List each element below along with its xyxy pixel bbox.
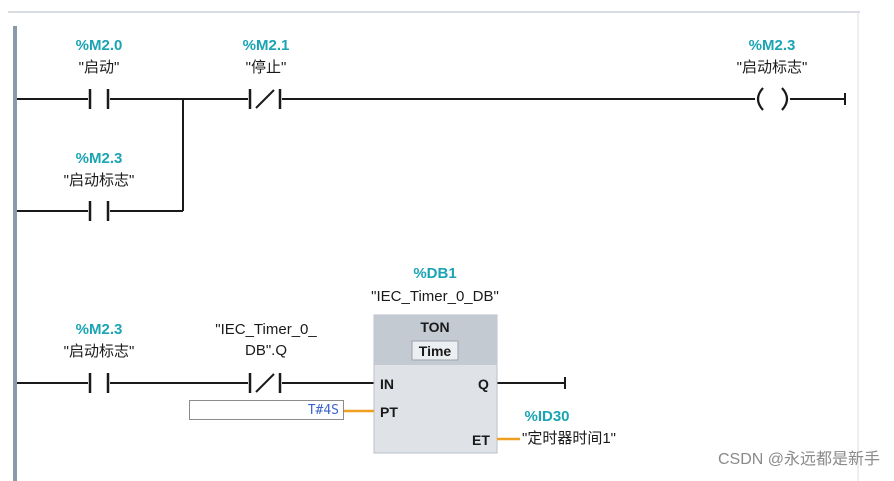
contact-timer-q-symbol-line1: "IEC_Timer_0_ [215,321,317,338]
contact-start-no[interactable] [88,89,110,109]
pt-value-field[interactable]: T#4S [189,400,344,420]
timer-pin-in: IN [380,376,394,392]
contact-start-address: %M2.0 [75,37,123,54]
et-symbol: "定时器时间1" [522,430,616,447]
contact-flag-no[interactable] [88,373,110,393]
network-1 [17,93,846,212]
coil-flag[interactable] [756,87,789,111]
et-address: %ID30 [524,408,570,425]
contact-flag-branch-no[interactable] [88,201,110,221]
watermark: CSDN @永远都是新手 [717,451,880,468]
timer-block[interactable] [373,314,498,454]
contact-stop-address: %M2.1 [242,37,290,54]
timer-type: TON [420,319,450,335]
contact-flag-branch-address: %M2.3 [75,150,123,167]
contact-start-symbol: "启动" [78,59,120,76]
network-2 [17,377,566,389]
left-power-rail [13,26,17,481]
contact-flag-symbol: "启动标志" [63,343,135,360]
timer-db-symbol: "IEC_Timer_0_DB" [371,288,499,305]
contact-flag-branch-symbol: "启动标志" [63,172,135,189]
contact-stop-symbol: "停止" [245,59,287,76]
timer-pin-et: ET [472,432,490,448]
contact-timer-q-nc[interactable] [248,373,282,393]
timer-db-address: %DB1 [413,265,457,282]
timer-subtype[interactable]: Time [418,343,452,359]
timer-pin-q: Q [478,376,489,392]
timer-pin-pt: PT [380,404,398,420]
coil-flag-symbol: "启动标志" [736,59,808,76]
contact-stop-nc[interactable] [248,89,282,109]
coil-flag-address: %M2.3 [748,37,796,54]
contact-flag-address: %M2.3 [75,321,123,338]
contact-timer-q-symbol-line2: DB".Q [245,342,287,359]
